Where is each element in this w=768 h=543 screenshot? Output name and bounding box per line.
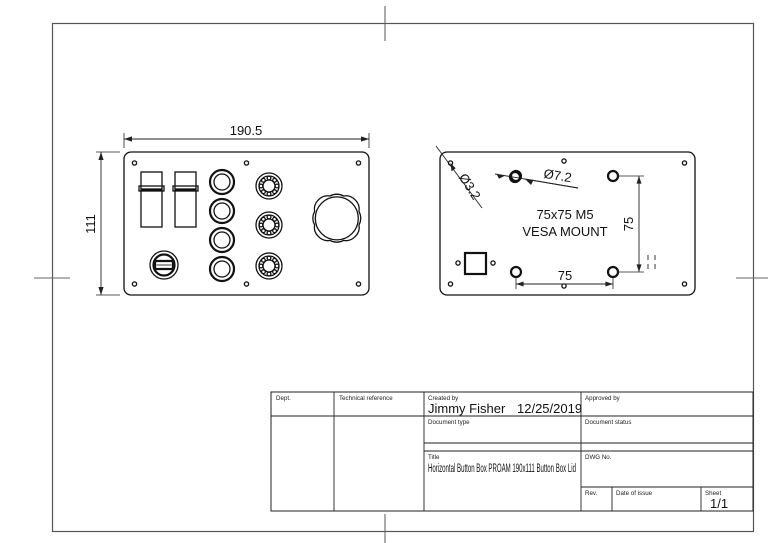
titleblock-document-status-label: Document status: [585, 419, 631, 426]
back-panel-view: Ø3.2 Ø7.2 75x75 M5 VESA MOUNT 75: [435, 145, 696, 296]
key-switch: [149, 250, 179, 280]
callout-diameter-3-2: Ø3.2: [435, 145, 484, 209]
dimension-width-label: 190.5: [230, 123, 263, 138]
centerline-marks: [647, 255, 656, 269]
titleblock-date-of-issue-label: Date of issue: [616, 490, 653, 497]
round-button-4: [208, 255, 236, 283]
toggle-switch-1: [138, 171, 165, 228]
front-panel-view: 190.5 111: [83, 123, 370, 296]
front-panel-mounting-holes: [131, 160, 362, 287]
dimension-vesa-vertical-75: 75: [618, 175, 644, 273]
titleblock-created-by-name: Jimmy Fisher: [428, 401, 506, 416]
dimension-width-190-5: 190.5: [123, 123, 370, 148]
vesa-hole-bottom-left: [509, 265, 523, 279]
titleblock-document-type-label: Document type: [428, 419, 470, 426]
dimension-vesa-horizontal-label: 75: [558, 268, 572, 283]
titleblock-technical-reference-label: Technical reference: [339, 395, 393, 402]
titleblock-sheet-label: Sheet: [705, 490, 721, 497]
dimension-height-label: 111: [83, 214, 98, 234]
vesa-note-line-2: VESA MOUNT: [522, 224, 607, 239]
vesa-hole-top-right: [606, 169, 620, 183]
titleblock-created-by-date: 12/25/2019: [517, 401, 582, 416]
round-button-3: [208, 226, 236, 254]
titleblock-title-value: Horizontal Button Box PROAM 190x111 Butt…: [428, 463, 576, 475]
titleblock-approved-by-label: Approved by: [585, 395, 621, 402]
square-cutout: [455, 251, 496, 276]
titleblock-created-by-label: Created by: [428, 395, 459, 402]
knurled-knob-3: [255, 252, 283, 280]
back-panel-outline: [439, 151, 696, 296]
titleblock-dept-label: Dept.: [276, 395, 291, 402]
rotary-knob-large: [312, 193, 362, 243]
dimension-vesa-vertical-label: 75: [621, 217, 636, 231]
vesa-hole-bottom-right: [606, 265, 620, 279]
titleblock-title-label: Title: [428, 454, 440, 461]
titleblock-sheet-value: 1/1: [710, 496, 728, 511]
toggle-switch-2: [172, 171, 199, 228]
titleblock-dwg-no-label: DWG No.: [585, 454, 612, 461]
vesa-note-line-1: 75x75 M5: [536, 207, 593, 222]
callout-diameter-7-2-label: Ø7.2: [543, 166, 573, 185]
callout-diameter-7-2: Ø7.2: [494, 166, 579, 189]
knurled-knob-1: [255, 172, 283, 200]
dimension-vesa-horizontal-75: 75: [515, 268, 614, 289]
titleblock-rev-label: Rev.: [585, 490, 598, 497]
round-button-1: [208, 168, 236, 196]
dimension-height-111: 111: [83, 151, 120, 296]
round-button-2: [208, 197, 236, 225]
front-panel-outline: [123, 151, 370, 296]
title-block: Dept. Technical reference Created by Jim…: [270, 391, 754, 512]
vesa-mount-note: 75x75 M5 VESA MOUNT: [522, 207, 607, 239]
knurled-knob-2: [255, 211, 283, 239]
callout-diameter-3-2-label: Ø3.2: [456, 171, 484, 203]
